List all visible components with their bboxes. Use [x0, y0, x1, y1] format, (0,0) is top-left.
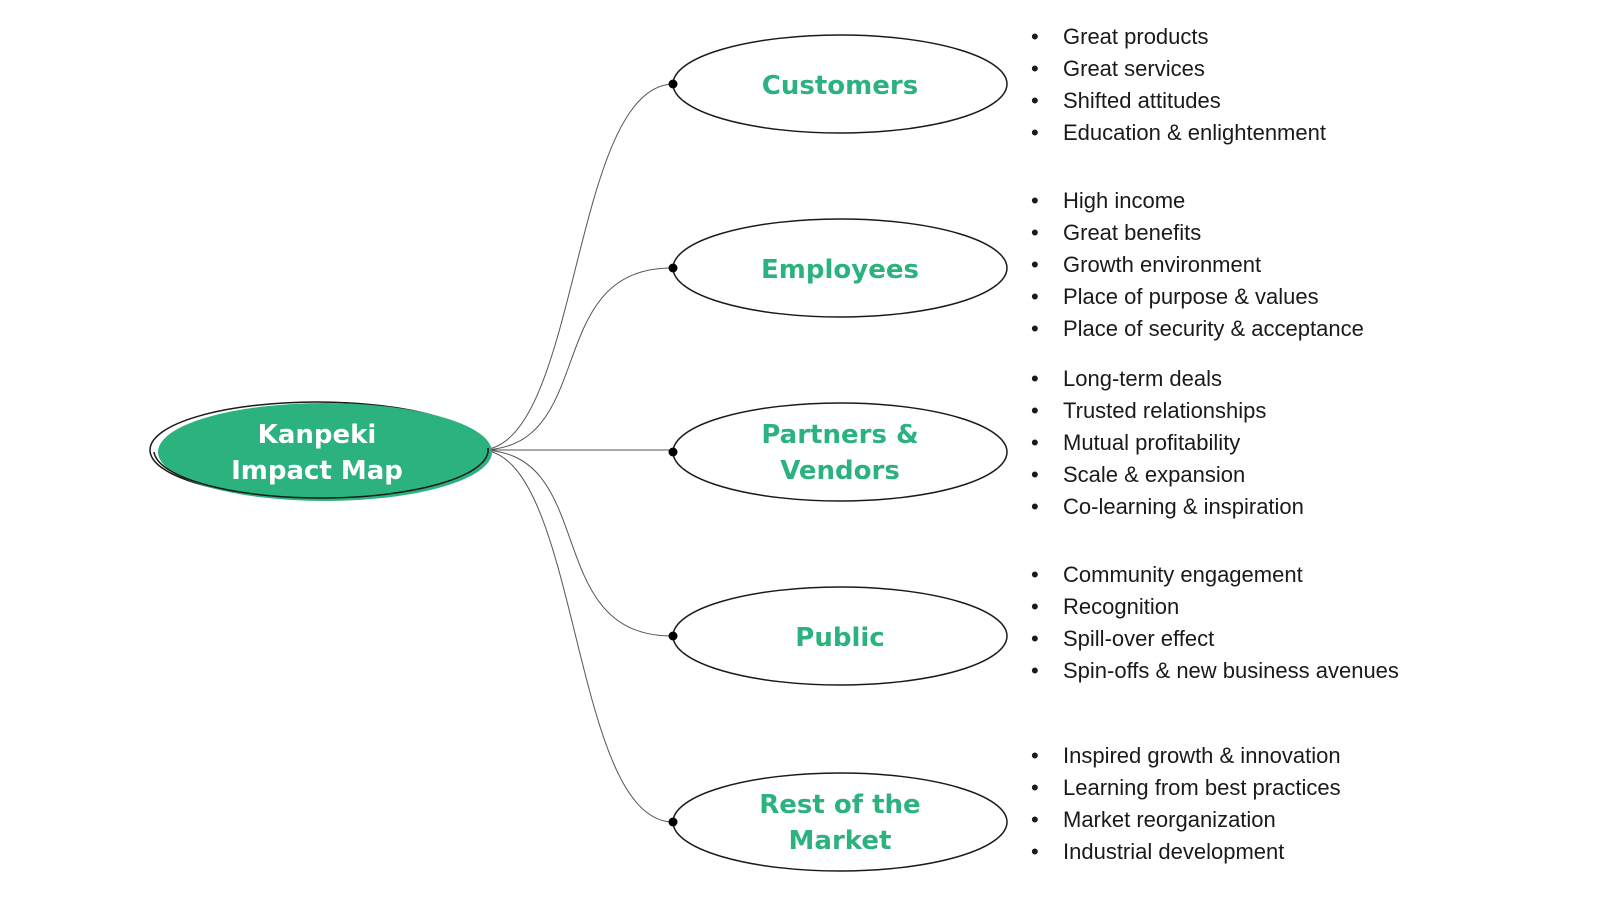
public-impact-list: Community engagement Recognition Spill-o…	[1031, 559, 1399, 687]
connector-market	[479, 449, 673, 823]
list-item: Growth environment	[1031, 249, 1364, 281]
connector-dot	[668, 263, 678, 273]
connector-dot	[668, 79, 678, 89]
branch-node-employees[interactable]: Employees	[668, 218, 1008, 318]
list-item: Place of security & acceptance	[1031, 313, 1364, 345]
branch-label-customers: Customers	[762, 71, 918, 101]
list-item: High income	[1031, 185, 1364, 217]
connector-dot	[668, 631, 678, 641]
list-item: Spin-offs & new business avenues	[1031, 655, 1399, 687]
list-item: Great services	[1031, 53, 1326, 85]
center-node-fill	[158, 403, 492, 501]
connectors	[479, 83, 673, 823]
connector-dot	[668, 817, 678, 827]
list-item: Great products	[1031, 21, 1326, 53]
connector-dot	[668, 447, 678, 457]
branch-ellipse	[672, 402, 1008, 502]
branch-label-market-line-1: Rest of the	[759, 790, 920, 820]
list-item: Scale & expansion	[1031, 459, 1304, 491]
list-item: Mutual profitability	[1031, 427, 1304, 459]
center-title-line-2: Impact Map	[231, 456, 403, 486]
list-item: Place of purpose & values	[1031, 281, 1364, 313]
branch-label-public: Public	[795, 623, 884, 653]
list-item: Learning from best practices	[1031, 772, 1341, 804]
list-item: Industrial development	[1031, 836, 1341, 868]
list-item: Great benefits	[1031, 217, 1364, 249]
branch-node-customers[interactable]: Customers	[668, 34, 1008, 134]
partners-impact-list: Long-term deals Trusted relationships Mu…	[1031, 363, 1304, 523]
customers-impact-list: Great products Great services Shifted at…	[1031, 21, 1326, 149]
branch-label-employees: Employees	[761, 255, 919, 285]
list-item: Market reorganization	[1031, 804, 1341, 836]
list-item: Spill-over effect	[1031, 623, 1399, 655]
list-item: Recognition	[1031, 591, 1399, 623]
list-item: Inspired growth & innovation	[1031, 740, 1341, 772]
branch-node-public[interactable]: Public	[668, 586, 1008, 686]
list-item: Trusted relationships	[1031, 395, 1304, 427]
center-node-inner-outline	[153, 447, 489, 499]
branch-label-partners-line-1: Partners &	[761, 420, 918, 450]
connector-customers	[479, 83, 673, 451]
center-title-line-1: Kanpeki	[258, 420, 377, 450]
list-item: Shifted attitudes	[1031, 85, 1326, 117]
branch-node-market[interactable]: Rest of the Market	[668, 772, 1008, 872]
list-item: Community engagement	[1031, 559, 1399, 591]
connector-employees	[479, 267, 673, 451]
list-item: Co-learning & inspiration	[1031, 491, 1304, 523]
center-node[interactable]: Kanpeki Impact Map	[149, 401, 492, 501]
branch-ellipse	[672, 772, 1008, 872]
market-impact-list: Inspired growth & innovation Learning fr…	[1031, 740, 1341, 868]
connector-public	[479, 449, 673, 637]
employees-impact-list: High income Great benefits Growth enviro…	[1031, 185, 1364, 345]
list-item: Long-term deals	[1031, 363, 1304, 395]
list-item: Education & enlightenment	[1031, 117, 1326, 149]
branch-label-partners-line-2: Vendors	[780, 456, 900, 486]
branch-label-market-line-2: Market	[789, 826, 892, 856]
branch-node-partners[interactable]: Partners & Vendors	[668, 402, 1008, 502]
